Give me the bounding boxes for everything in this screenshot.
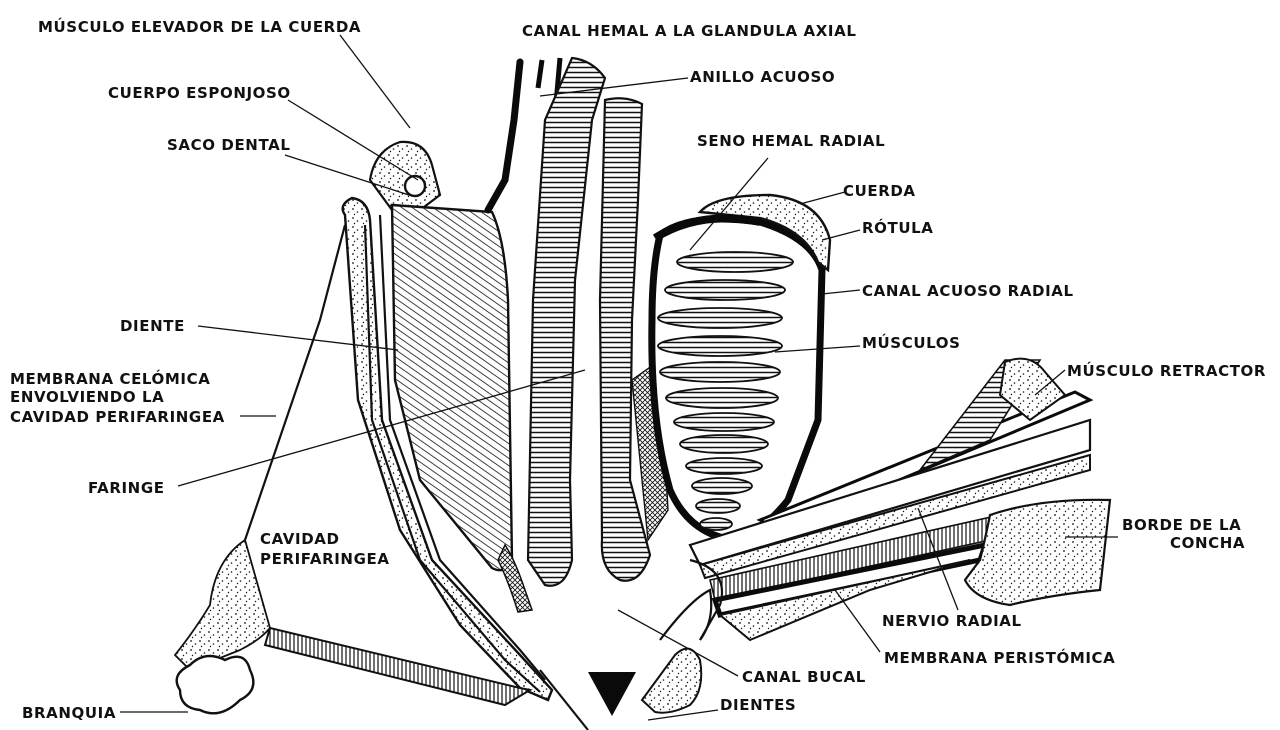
label-seno-hemal-radial: SENO HEMAL RADIAL [697,132,885,150]
label-nervio-radial: NERVIO RADIAL [882,612,1022,630]
label-musculo-elevador: MÚSCULO ELEVADOR DE LA CUERDA [38,17,361,36]
muscle-chamber [652,219,822,540]
label-saco-dental: SACO DENTAL [167,136,290,154]
label-cavidad-1: CAVIDAD [260,530,340,548]
label-borde-concha-1: BORDE DE LA [1122,516,1241,534]
label-rotula: RÓTULA [862,218,933,237]
buccal-area [540,560,722,730]
label-dientes: DIENTES [720,696,796,714]
label-anillo-acuoso: ANILLO ACUOSO [690,68,835,86]
label-membrana-celomica-3: CAVIDAD PERIFARINGEA [10,408,225,426]
jaw-pyramid [343,142,552,700]
label-faringe: FARINGE [88,479,165,497]
label-membrana-celomica-2: ENVOLVIENDO LA [10,388,164,406]
label-musculo-retractor: MÚSCULO RETRACTOR [1067,361,1266,380]
label-membrana-celomica-1: MEMBRANA CELÓMICA [10,369,210,388]
label-membrana-peristomica: MEMBRANA PERISTÓMICA [884,648,1115,667]
label-cuerda: CUERDA [843,182,916,200]
label-borde-concha-2: CONCHA [1170,534,1245,552]
label-cavidad-2: PERIFARINGEA [260,550,390,568]
label-canal-bucal: CANAL BUCAL [742,668,866,686]
label-canal-acuoso-radial: CANAL ACUOSO RADIAL [862,282,1074,300]
shell-edge [965,500,1110,605]
label-musculos: MÚSCULOS [862,333,960,352]
label-cuerpo-esponjoso: CUERPO ESPONJOSO [108,84,291,102]
label-canal-hemal: CANAL HEMAL A LA GLANDULA AXIAL [522,22,856,40]
label-diente: DIENTE [120,317,185,335]
label-branquia: BRANQUIA [22,704,116,722]
